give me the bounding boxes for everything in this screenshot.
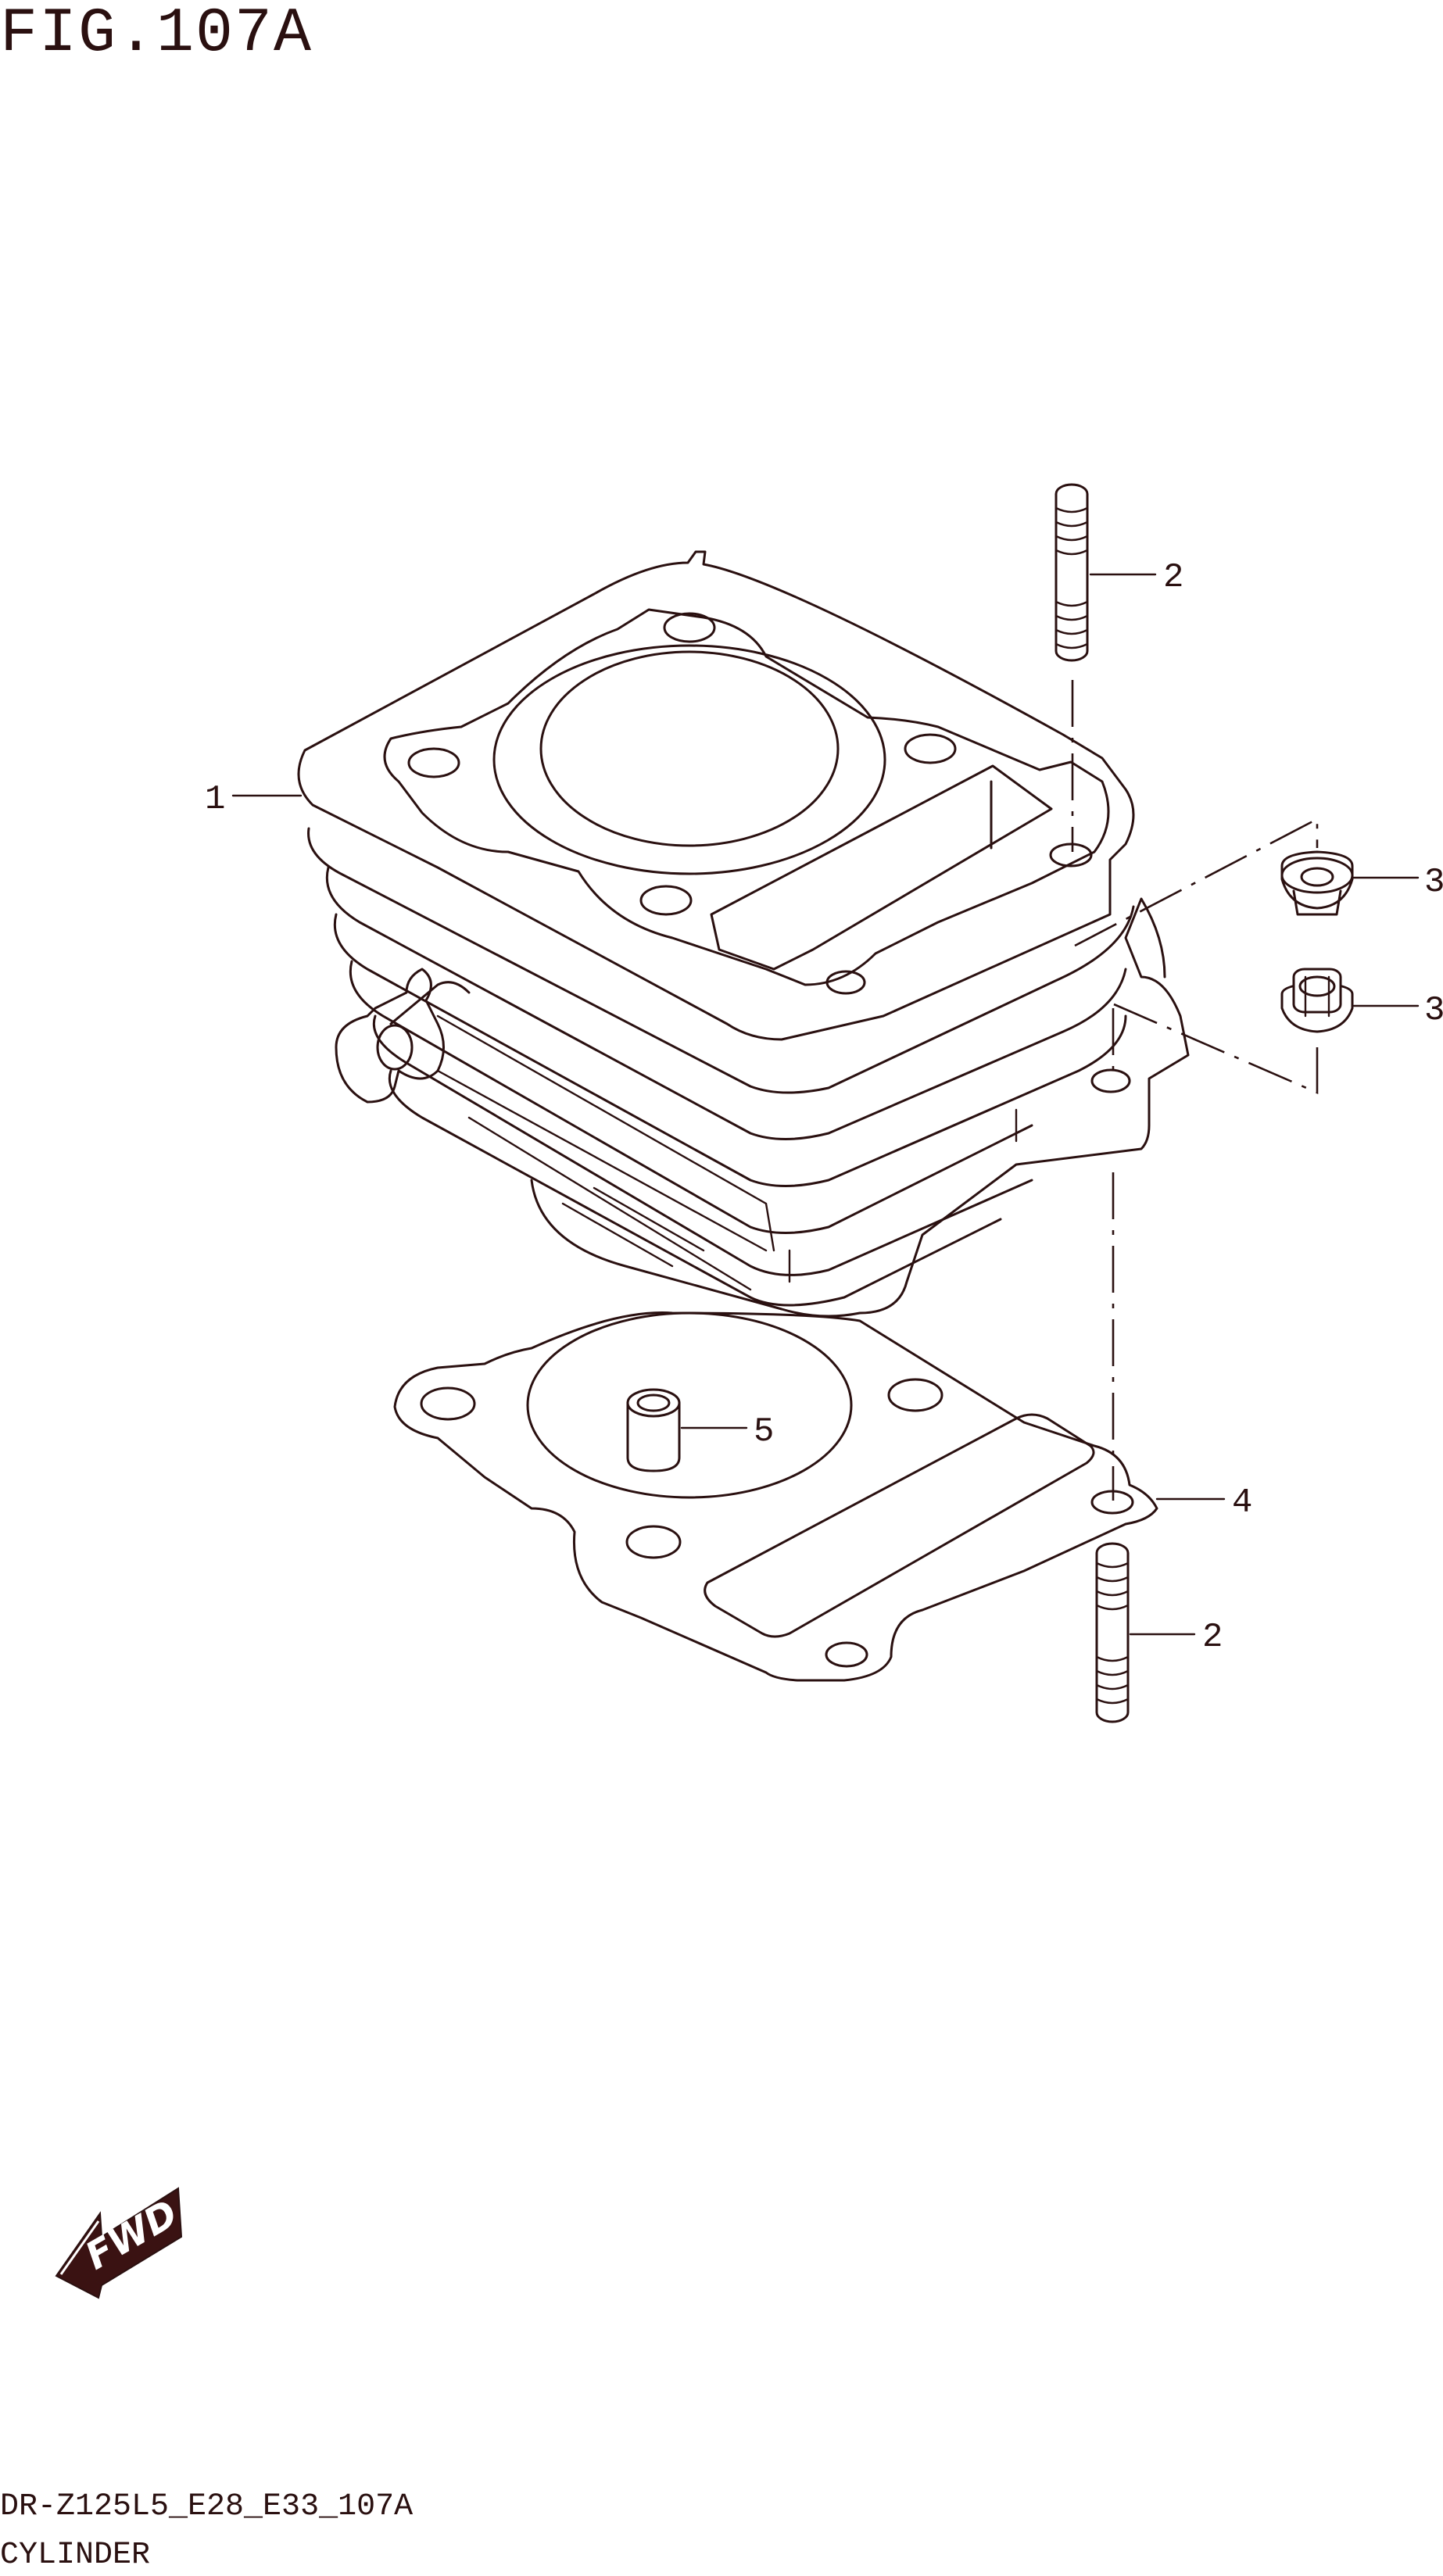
figure-title: FIG.107A [0, 0, 313, 70]
callout-2-upper: 2 [1163, 558, 1183, 597]
callout-4: 4 [1232, 1483, 1252, 1522]
nut-a-drawing[interactable] [1280, 850, 1354, 916]
cylinder-drawing[interactable] [297, 550, 1190, 1318]
section-name: CYLINDER [0, 2538, 151, 2573]
callout-3a: 3 [1424, 863, 1443, 902]
fwd-arrow-icon: FWD [55, 2187, 185, 2299]
gasket-drawing[interactable] [393, 1311, 1158, 1682]
nut-b-drawing[interactable] [1280, 968, 1354, 1033]
model-code: DR-Z125L5_E28_E33_107A [0, 2489, 414, 2524]
callout-group: 1 2 3 3 4 5 2 [205, 558, 1443, 1657]
dowel-pin-drawing[interactable] [626, 1388, 681, 1472]
assembly-centerlines [1071, 680, 1319, 1501]
stud-lower-drawing[interactable] [1095, 1542, 1130, 1723]
stud-upper-drawing[interactable] [1054, 483, 1089, 662]
callout-3b: 3 [1424, 991, 1443, 1030]
callout-5: 5 [754, 1412, 774, 1451]
callout-2-lower: 2 [1202, 1618, 1223, 1657]
callout-1: 1 [205, 780, 225, 819]
